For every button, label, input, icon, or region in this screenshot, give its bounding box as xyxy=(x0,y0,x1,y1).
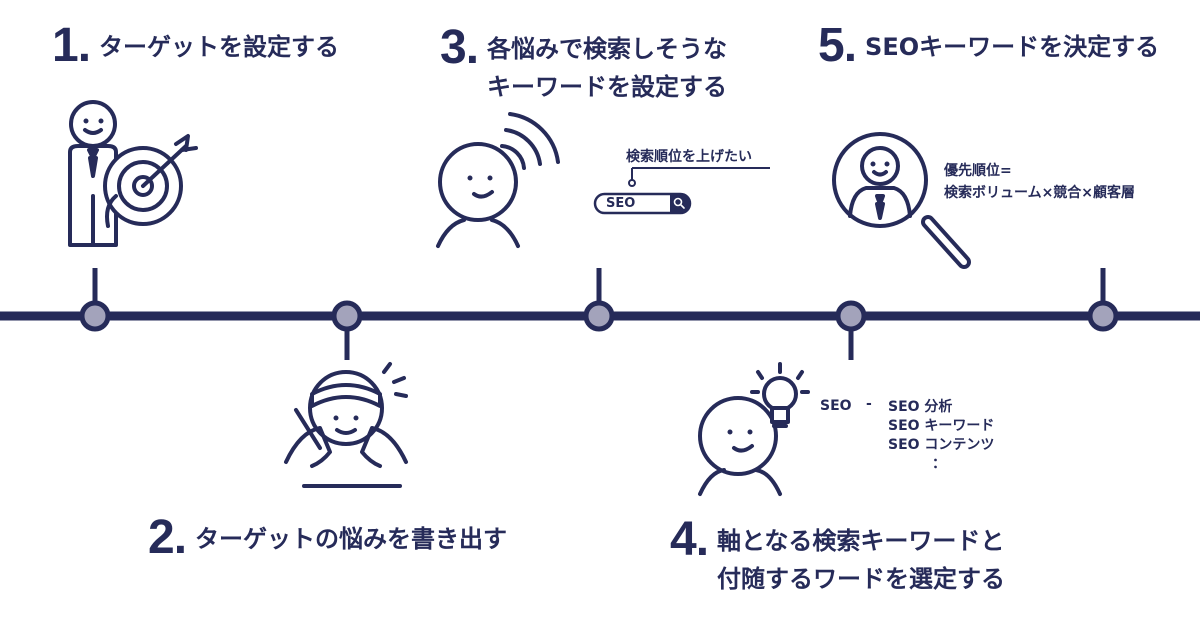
timeline-node-2 xyxy=(331,300,363,332)
search-box-text: SEO xyxy=(606,196,636,211)
search-box xyxy=(593,192,692,215)
keyword-dash: - xyxy=(866,396,872,412)
step-1-text: ターゲットを設定する xyxy=(99,33,340,61)
step-5-title: 5. SEOキーワードを決定する xyxy=(818,19,1160,72)
related-keyword-1: SEO 分析 xyxy=(888,399,953,415)
timeline-node-5 xyxy=(1087,300,1119,332)
step-4-title: 4. 軸となる検索キーワードと 付随するワードを選定する xyxy=(670,516,1005,598)
step-2-text: ターゲットの悩みを書き出す xyxy=(195,525,508,553)
step-4-number: 4 xyxy=(670,513,697,566)
step-3-text-line-2: キーワードを設定する xyxy=(487,73,728,101)
step-3-title: 3. 各悩みで検索しそうな キーワードを設定する xyxy=(440,24,727,106)
timeline-node-3 xyxy=(583,300,615,332)
step-5-text: SEOキーワードを決定する xyxy=(865,33,1160,61)
related-keyword-ellipsis: ： xyxy=(932,456,946,472)
priority-note: 優先順位= 検索ボリューム×競合×顧客層 xyxy=(944,160,1135,204)
step-2-title: 2. ターゲットの悩みを書き出す xyxy=(148,511,508,564)
step-4-text-line-2: 付随するワードを選定する xyxy=(717,565,1006,593)
step-1-number: 1 xyxy=(52,19,79,72)
timeline-node-1 xyxy=(79,300,111,332)
priority-label: 優先順位= xyxy=(944,163,1012,179)
speech-label: 検索順位を上げたい xyxy=(626,149,752,165)
related-keyword-2: SEO キーワード xyxy=(888,418,995,434)
magnifier-icon xyxy=(673,197,683,207)
related-keyword-list: SEO 分析 SEO キーワード SEO コンテンツ ： xyxy=(888,398,994,474)
priority-formula: 検索ボリューム×競合×顧客層 xyxy=(944,185,1136,201)
root-keyword: SEO xyxy=(820,398,852,414)
step-2-number: 2 xyxy=(148,511,175,564)
step-1-title: 1. ターゲットを設定する xyxy=(52,19,340,72)
step-4-text-line-1: 軸となる検索キーワードと xyxy=(717,527,1005,555)
step-3-number: 3 xyxy=(440,21,467,74)
step-5-number: 5 xyxy=(818,19,845,72)
step-3-text-line-1: 各悩みで検索しそうな xyxy=(487,35,728,63)
related-keyword-3: SEO コンテンツ xyxy=(888,437,995,453)
timeline-node-4 xyxy=(835,300,867,332)
